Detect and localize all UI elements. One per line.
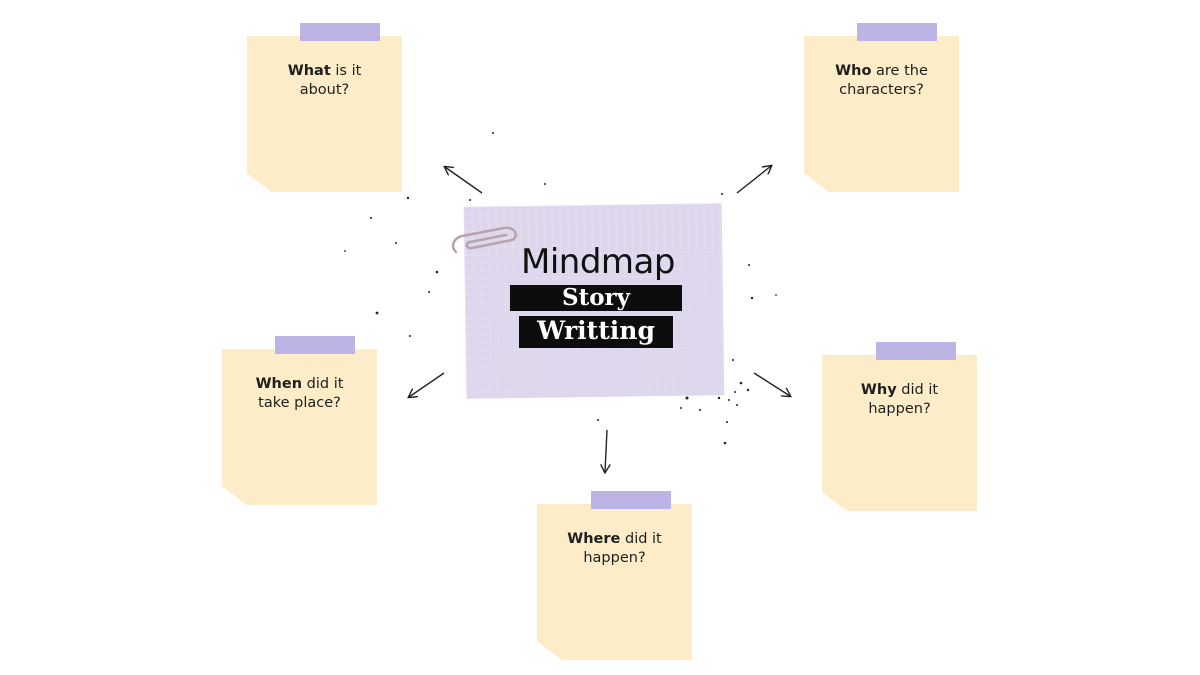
note-question: What is it about? — [287, 63, 362, 98]
note-question: Why did it happen? — [860, 382, 939, 417]
tape-strip — [591, 491, 671, 509]
tape-strip — [300, 23, 380, 41]
arrow-to-who — [736, 166, 771, 194]
tape-strip — [876, 342, 956, 360]
mindmap-title: Mindmap — [521, 242, 675, 282]
arrow-to-what — [445, 167, 483, 194]
arrow-to-why — [753, 372, 790, 396]
sticky-note-who: Who are the characters? — [804, 23, 959, 192]
tape-strip — [857, 23, 937, 41]
paperclip-icon — [451, 226, 517, 254]
note-question: Where did it happen? — [567, 531, 662, 566]
sticky-note-what: What is it about? — [247, 23, 402, 192]
sticky-note-why: Why did it happen? — [822, 342, 977, 511]
arrow-to-when — [409, 372, 445, 397]
note-question: Who are the characters? — [835, 63, 928, 98]
sticky-note-when: When did it take place? — [222, 336, 377, 505]
story-label: Story — [510, 285, 682, 311]
tape-strip — [275, 336, 355, 354]
ink-speckles — [344, 132, 777, 445]
sticky-note-where: Where did it happen? — [537, 491, 692, 660]
arrow-to-where — [605, 429, 607, 472]
note-question: When did it take place? — [255, 376, 344, 411]
writting-label: Writting — [519, 316, 673, 348]
